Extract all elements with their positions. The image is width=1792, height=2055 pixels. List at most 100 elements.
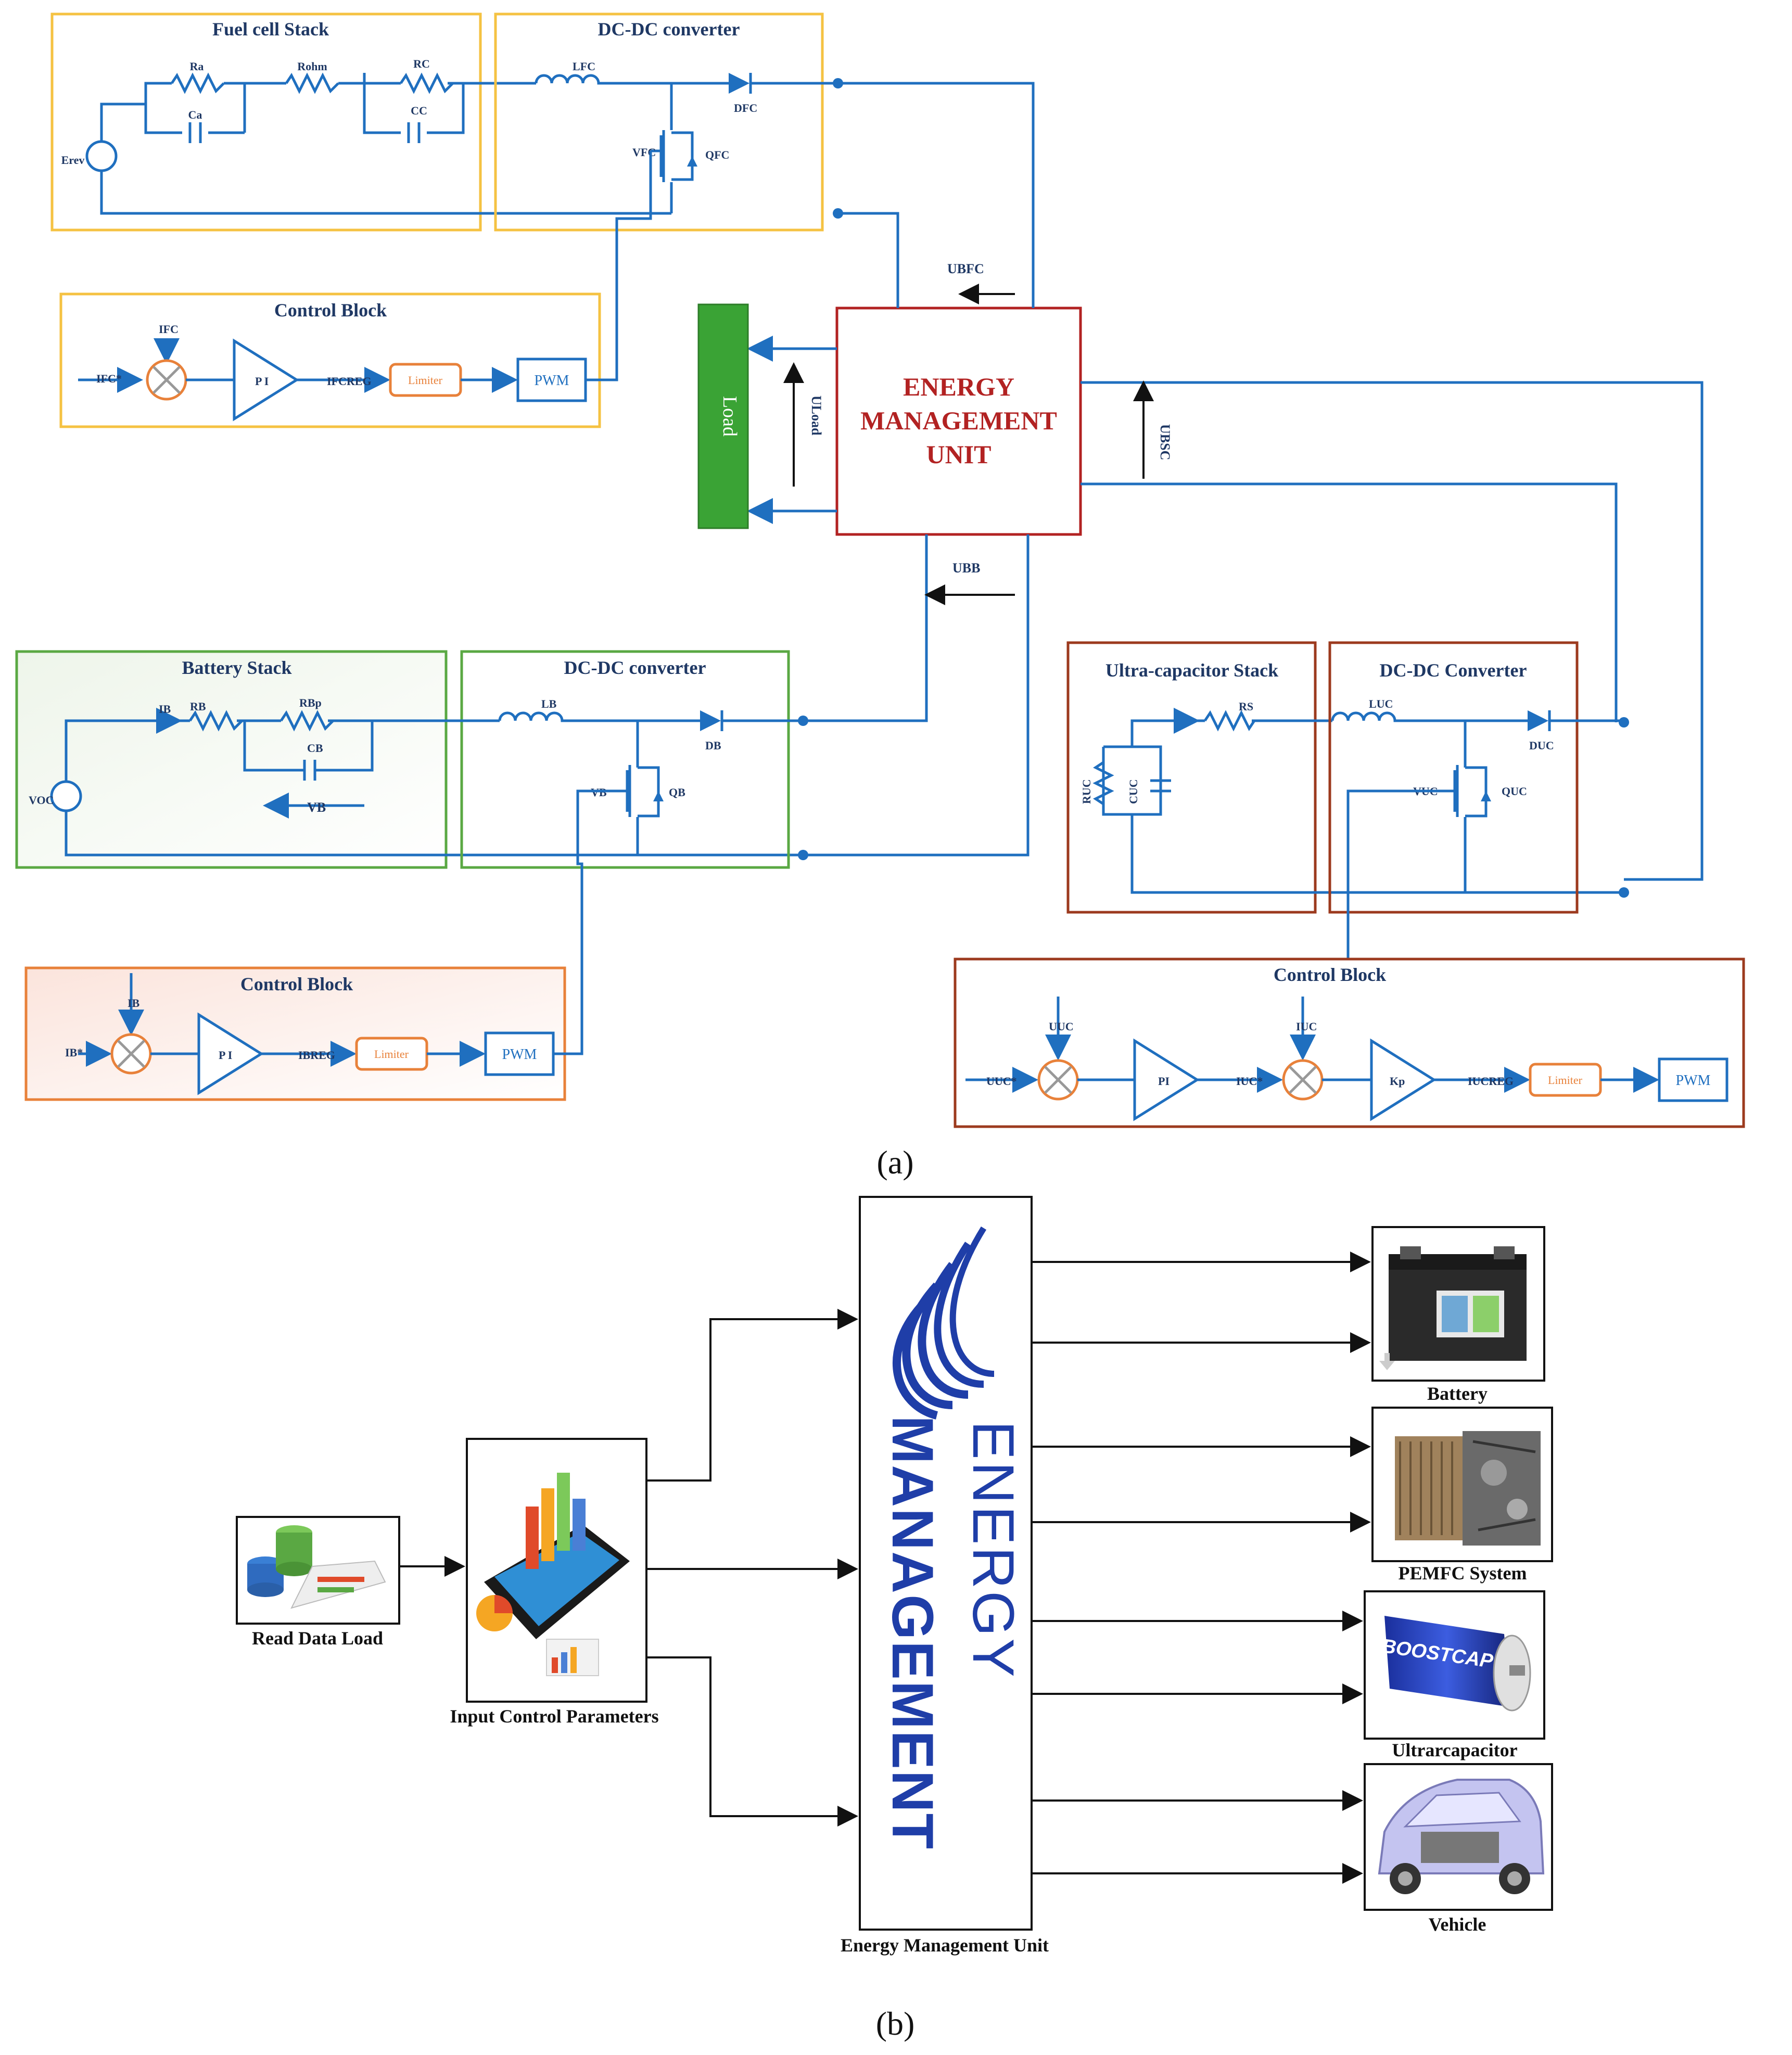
vfc-label: VFC: [632, 146, 656, 159]
ibreg-label: IBREG: [298, 1049, 335, 1062]
uload-label: ULoad: [809, 395, 824, 436]
uc-stack-title: Ultra-capacitor Stack: [1105, 660, 1278, 681]
battery-source-icon: [50, 780, 82, 812]
fc-pi-controller: [233, 338, 299, 422]
qfc-label: QFC: [705, 148, 729, 161]
rohm-label: Rohm: [297, 60, 327, 73]
uc-kp-gain: [1370, 1038, 1437, 1121]
input-control-label: Input Control Parameters: [450, 1706, 658, 1727]
ruc-label: RUC: [1080, 779, 1093, 804]
cc-label: CC: [411, 104, 427, 117]
ultracapacitor-block: BOOSTCAP Ultrarcapacitor: [1364, 1590, 1545, 1760]
emu-logo-icon: [893, 1226, 995, 1420]
fuel-cell-source-icon: [85, 140, 118, 172]
vehicle-block: Vehicle: [1364, 1763, 1553, 1935]
rs-label: RS: [1239, 700, 1253, 713]
uc-pi-controller: [1133, 1038, 1200, 1121]
b-ib-label: IB: [128, 997, 140, 1010]
cuc-label: CUC: [1127, 779, 1140, 804]
ca-label: Ca: [188, 108, 202, 121]
fc-limiter-label: Limiter: [408, 374, 443, 387]
ubsc-label: UBSC: [1158, 424, 1173, 460]
cb-label: CB: [307, 742, 323, 755]
emu-line3: UNIT: [926, 440, 991, 469]
ifc-label: IFC: [159, 323, 179, 336]
iucreg-label: IUCREG: [1468, 1075, 1514, 1088]
fc-converter-title: DC-DC converter: [598, 19, 740, 40]
ubb-label: UBB: [952, 560, 980, 576]
energy-management-unit-b: ENERGY MANAGEMENT Energy Management Unit: [841, 1196, 1049, 1956]
input-arrows: [399, 1309, 858, 1827]
caption-b: (b): [876, 2005, 915, 2042]
uc-converter: DC-DC Converter VUC QUC LUC DUC: [1328, 641, 1629, 959]
ultracapacitor-stack: Ultra-capacitor Stack RUC CUC RS: [1066, 641, 1624, 914]
uc-pwm-label: PWM: [1676, 1073, 1711, 1089]
emu-line2: MANAGEMENT: [860, 406, 1057, 435]
rb-label: RB: [190, 700, 206, 713]
iuc-label: IUC: [1296, 1020, 1317, 1033]
voc-label: VOC: [29, 794, 54, 807]
emu-logo-line1: ENERGY: [961, 1421, 1026, 1679]
uc-control-block: Control Block UUC UUC* PI IUC IUC* Kp IU…: [954, 958, 1745, 1128]
uc-diode-icon: [1528, 710, 1548, 731]
battery-diode-icon: [700, 710, 721, 731]
ra-label: Ra: [190, 60, 204, 73]
duc-label: DUC: [1529, 739, 1554, 752]
uc-control-title: Control Block: [1274, 964, 1386, 985]
energy-management-unit-a: ENERGY MANAGEMENT UNIT UBFC UBSC ULoad U…: [747, 82, 1704, 881]
fuel-cell-converter: DC-DC converter VFC QFC LFC DFC: [494, 12, 843, 232]
emu-line1: ENERGY: [903, 372, 1014, 401]
battery-converter-title: DC-DC converter: [564, 657, 706, 678]
rc-label: RC: [413, 57, 430, 70]
luc-label: LUC: [1369, 697, 1393, 710]
pemfc-block: PEMFC System: [1371, 1407, 1553, 1584]
battery-stack-title: Battery Stack: [182, 657, 292, 678]
lfc-label: LFC: [573, 60, 595, 73]
vb-arrow-label: VB: [307, 800, 326, 815]
qb-label: QB: [669, 786, 685, 799]
uuc-ref-label: UUC*: [986, 1075, 1017, 1088]
fc-pwm: [516, 358, 587, 402]
fc-switch-icon: [687, 156, 697, 167]
ib-label: IB: [159, 703, 171, 716]
ifcreg-label: IFCREG: [327, 375, 372, 388]
battery-limiter-label: Limiter: [374, 1048, 409, 1061]
uuc-label: UUC: [1049, 1020, 1074, 1033]
input-control-parameters-block: Input Control Parameters: [450, 1438, 659, 1727]
load-label: Load: [719, 396, 741, 437]
fc-pi-label: P I: [255, 375, 269, 388]
iuc-ref-label: IUC*: [1236, 1075, 1263, 1088]
fuel-cell-stack-title: Fuel cell Stack: [212, 19, 329, 40]
output-arrows: [1032, 1252, 1371, 1884]
erev-label: Erev: [61, 154, 85, 167]
fc-diode-icon: [729, 73, 749, 94]
battery-switch-icon: [653, 791, 664, 801]
load-block: Load: [697, 303, 749, 529]
battery-control-title: Control Block: [240, 974, 353, 994]
uc-limiter-label: Limiter: [1548, 1074, 1583, 1087]
quc-label: QUC: [1502, 785, 1527, 798]
rbp-label: RBp: [299, 696, 322, 709]
uc-pi-label: PI: [1158, 1075, 1170, 1088]
vehicle-label: Vehicle: [1429, 1914, 1486, 1935]
kp-label: Kp: [1390, 1075, 1405, 1088]
ubfc-label: UBFC: [947, 261, 984, 276]
battery-pwm-label: PWM: [502, 1046, 537, 1063]
battery-stack: Battery Stack VOC IB RB RBp CB VB: [15, 650, 803, 869]
battery-label: Battery: [1427, 1383, 1488, 1404]
fc-control-block: Control Block IFC IFC* P I IFCREG Limite…: [59, 151, 652, 428]
battery-block: Battery: [1371, 1226, 1545, 1404]
emu-b-label: Energy Management Unit: [841, 1935, 1049, 1956]
lb-label: LB: [541, 697, 557, 710]
battery-pi-controller: [197, 1012, 264, 1095]
emu-logo-line2: MANAGEMENT: [880, 1415, 945, 1850]
read-data-load-block: Read Data Load: [236, 1516, 400, 1649]
ib-ref-label: IB*: [65, 1046, 83, 1059]
fuel-cell-stack: Fuel cell Stack Erev Ra Rohm RC Ca CC: [50, 12, 671, 232]
uc-converter-title: DC-DC Converter: [1380, 660, 1527, 681]
dfc-label: DFC: [734, 101, 757, 114]
fc-control-title: Control Block: [274, 300, 387, 321]
db-label: DB: [705, 739, 721, 752]
ultracap-label: Ultrarcapacitor: [1392, 1740, 1517, 1760]
